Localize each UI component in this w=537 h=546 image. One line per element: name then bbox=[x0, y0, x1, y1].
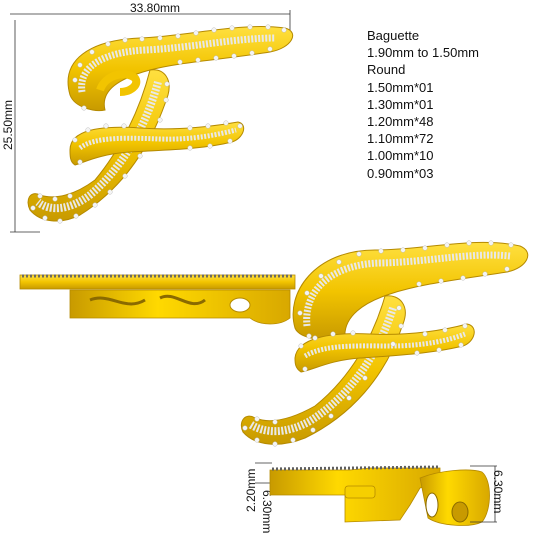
width-dimension-label: 33.80mm bbox=[130, 1, 180, 15]
large-height-right-dimension: 6.30mm bbox=[470, 465, 505, 523]
small-height-dimension: 2.20mm 6.30mm bbox=[244, 462, 274, 533]
round-item: 1.50mm*01 bbox=[367, 79, 434, 95]
side-view-flat bbox=[19, 274, 296, 325]
round-item: 0.90mm*03 bbox=[367, 165, 434, 181]
height-dimension: 25.50mm bbox=[1, 20, 40, 233]
round-item: 1.00mm*10 bbox=[367, 148, 434, 164]
small-height-label: 2.20mm bbox=[244, 469, 258, 512]
bottom-side-view: 2.20mm 6.30mm 6.30mm bbox=[244, 462, 505, 533]
round-stones-top bbox=[30, 24, 287, 224]
width-dimension: 33.80mm bbox=[10, 1, 291, 40]
f-top-swash bbox=[67, 26, 294, 111]
round-item: 1.10mm*72 bbox=[367, 131, 434, 147]
perspective-view-letter-f bbox=[240, 240, 529, 447]
round-item: 1.20mm*48 bbox=[367, 114, 434, 130]
top-view-letter-f: 33.80mm 25.50mm bbox=[1, 1, 294, 233]
baguette-range: 1.90mm to 1.50mm bbox=[367, 45, 479, 61]
round-title: Round bbox=[367, 62, 406, 78]
baguette-title: Baguette bbox=[367, 28, 420, 43]
round-item: 1.30mm*01 bbox=[367, 96, 434, 112]
f-loop bbox=[96, 70, 141, 96]
stone-specifications: Baguette 1.90mm to 1.50mm Round 1.50mm*0… bbox=[367, 27, 479, 182]
large-height-right-label: 6.30mm bbox=[491, 470, 505, 513]
height-dimension-label: 25.50mm bbox=[1, 100, 15, 150]
large-height-left-label: 6.30mm bbox=[260, 490, 274, 533]
f-crossbar bbox=[69, 121, 245, 166]
